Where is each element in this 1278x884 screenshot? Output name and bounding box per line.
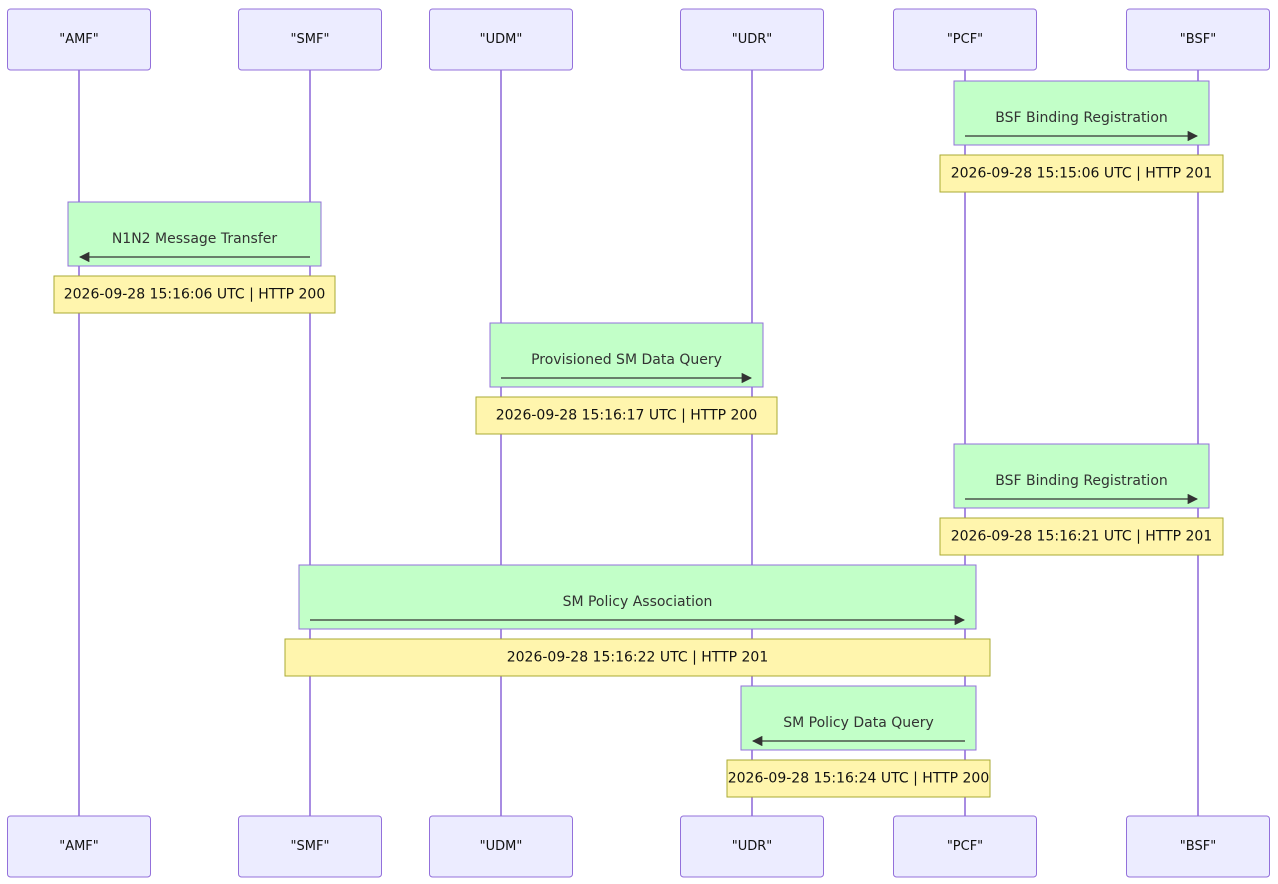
actor-box bbox=[429, 8, 573, 71]
actor-label: "PCF" bbox=[947, 32, 983, 47]
actor-amf-top[interactable]: "AMF" bbox=[7, 8, 151, 71]
actor-udm-bottom[interactable]: "UDM" bbox=[429, 815, 573, 878]
actor-pcf-bottom[interactable]: "PCF" bbox=[893, 815, 1037, 878]
actor-box bbox=[7, 815, 151, 878]
message-3: Provisioned SM Data Query 2026-09-28 15:1… bbox=[475, 322, 778, 435]
message-1: BSF Binding Registration 2026-09-28 15:15… bbox=[939, 80, 1224, 193]
message-5: SM Policy Association 2026-09-28 15:16:22… bbox=[284, 564, 991, 677]
timestamp-note-text: 2026-09-28 15:16:06 UTC | HTTP 200 bbox=[64, 287, 326, 303]
actor-box bbox=[1126, 8, 1270, 71]
actor-label: "UDR" bbox=[732, 32, 773, 47]
actor-udm-top[interactable]: "UDM" bbox=[429, 8, 573, 71]
message-6: SM Policy Data Query 2026-09-28 15:16:24 … bbox=[726, 685, 991, 798]
timestamp-note-text: 2026-09-28 15:16:22 UTC | HTTP 201 bbox=[507, 650, 769, 666]
actor-label: "UDR" bbox=[732, 839, 773, 854]
actor-udr-bottom[interactable]: "UDR" bbox=[680, 815, 824, 878]
message-label: SM Policy Association bbox=[563, 594, 713, 610]
message-highlight bbox=[953, 443, 1210, 509]
message-highlight bbox=[953, 80, 1210, 146]
actor-box bbox=[238, 8, 382, 71]
lifelines bbox=[78, 70, 1199, 816]
timestamp-note bbox=[53, 275, 336, 314]
message-label: SM Policy Data Query bbox=[783, 715, 934, 731]
actor-box bbox=[7, 8, 151, 71]
message-regions: BSF Binding Registration 2026-09-28 15:15… bbox=[53, 80, 1224, 798]
message-highlight bbox=[740, 685, 977, 751]
message-label: Provisioned SM Data Query bbox=[531, 352, 722, 368]
actor-smf-bottom[interactable]: "SMF" bbox=[238, 815, 382, 878]
timestamp-note-text: 2026-09-28 15:15:06 UTC | HTTP 201 bbox=[951, 166, 1213, 182]
actor-box bbox=[680, 8, 824, 71]
actor-label: "BSF" bbox=[1180, 839, 1216, 854]
timestamp-note bbox=[284, 638, 991, 677]
timestamp-note-text: 2026-09-28 15:16:24 UTC | HTTP 200 bbox=[728, 771, 990, 787]
actor-pcf-top[interactable]: "PCF" bbox=[893, 8, 1037, 71]
actor-bsf-top[interactable]: "BSF" bbox=[1126, 8, 1270, 71]
message-highlight bbox=[67, 201, 322, 267]
timestamp-note bbox=[939, 154, 1224, 193]
actor-label: "UDM" bbox=[480, 32, 523, 47]
timestamp-note bbox=[939, 517, 1224, 556]
timestamp-note bbox=[726, 759, 991, 798]
message-label: BSF Binding Registration bbox=[995, 110, 1168, 126]
actor-box bbox=[429, 815, 573, 878]
actors: "AMF" "AMF" "SMF" "SMF" "UDM" "UDM" "UDR" "UDR"… bbox=[7, 8, 1270, 878]
actor-bsf-bottom[interactable]: "BSF" bbox=[1126, 815, 1270, 878]
actor-label: "SMF" bbox=[291, 32, 330, 47]
actor-label: "AMF" bbox=[59, 839, 99, 854]
actor-label: "PCF" bbox=[947, 839, 983, 854]
message-highlight bbox=[298, 564, 977, 630]
actor-box bbox=[893, 8, 1037, 71]
message-highlight bbox=[489, 322, 764, 388]
actor-label: "AMF" bbox=[59, 32, 99, 47]
timestamp-note-text: 2026-09-28 15:16:21 UTC | HTTP 201 bbox=[951, 529, 1213, 545]
message-label: N1N2 Message Transfer bbox=[112, 231, 278, 247]
message-4: BSF Binding Registration 2026-09-28 15:16… bbox=[939, 443, 1224, 556]
actor-label: "BSF" bbox=[1180, 32, 1216, 47]
timestamp-note bbox=[475, 396, 778, 435]
actor-label: "UDM" bbox=[480, 839, 523, 854]
actor-box bbox=[238, 815, 382, 878]
message-2: N1N2 Message Transfer 2026-09-28 15:16:06… bbox=[53, 201, 336, 314]
actor-amf-bottom[interactable]: "AMF" bbox=[7, 815, 151, 878]
timestamp-note-text: 2026-09-28 15:16:17 UTC | HTTP 200 bbox=[496, 408, 758, 424]
actor-box bbox=[680, 815, 824, 878]
actor-udr-top[interactable]: "UDR" bbox=[680, 8, 824, 71]
actor-smf-top[interactable]: "SMF" bbox=[238, 8, 382, 71]
actor-label: "SMF" bbox=[291, 839, 330, 854]
message-label: BSF Binding Registration bbox=[995, 473, 1168, 489]
actor-box bbox=[1126, 815, 1270, 878]
actor-box bbox=[893, 815, 1037, 878]
